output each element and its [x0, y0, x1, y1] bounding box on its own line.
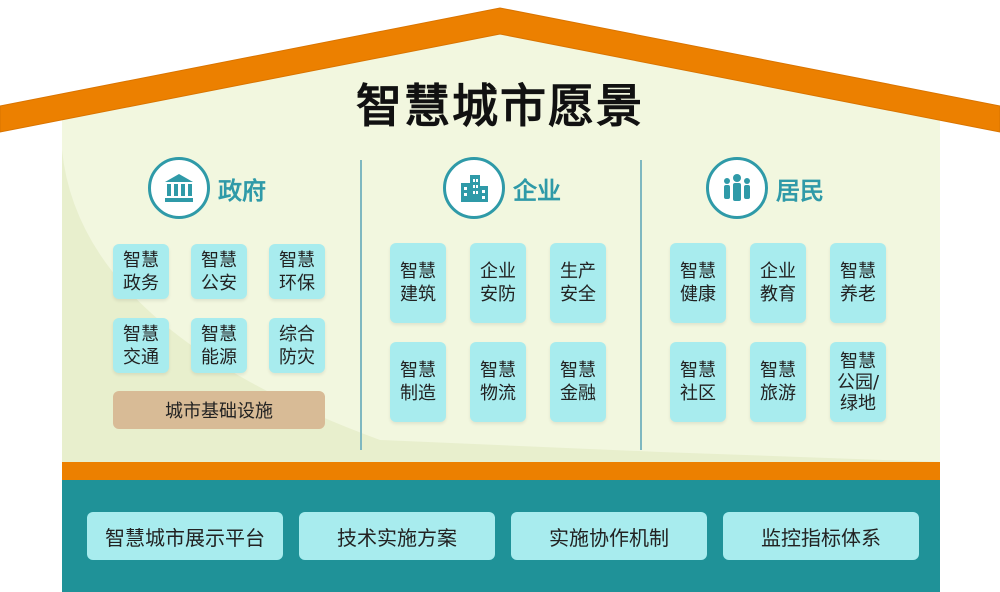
people-group-icon — [706, 157, 768, 219]
item-box: 智慧 物流 — [470, 342, 526, 422]
item-box: 智慧 社区 — [670, 342, 726, 422]
office-buildings-icon — [443, 157, 505, 219]
column-divider — [640, 160, 642, 450]
item-box: 智慧 政务 — [113, 244, 169, 299]
column-header-government: 政府 — [148, 157, 266, 219]
government-building-icon — [148, 157, 210, 219]
item-box: 智慧 旅游 — [750, 342, 806, 422]
foundation-band — [62, 462, 940, 480]
item-box: 企业 教育 — [750, 243, 806, 323]
item-box: 智慧 公园/ 绿地 — [830, 342, 886, 422]
column-label: 政府 — [218, 176, 266, 205]
item-box: 智慧 制造 — [390, 342, 446, 422]
platform-box: 实施协作机制 — [511, 512, 707, 560]
column-header-residents: 居民 — [706, 157, 824, 219]
column-header-enterprise: 企业 — [443, 157, 561, 219]
column-divider — [360, 160, 362, 450]
wall-shading — [62, 150, 940, 462]
column-label: 居民 — [776, 176, 824, 205]
item-box: 智慧 建筑 — [390, 243, 446, 323]
item-box: 智慧 环保 — [269, 244, 325, 299]
item-box: 智慧 健康 — [670, 243, 726, 323]
platform-box: 技术实施方案 — [299, 512, 495, 560]
item-box: 智慧 金融 — [550, 342, 606, 422]
item-box: 智慧 交通 — [113, 318, 169, 373]
platform-box: 智慧城市展示平台 — [87, 512, 283, 560]
item-box: 企业 安防 — [470, 243, 526, 323]
column-label: 企业 — [513, 176, 561, 205]
item-box: 综合 防灾 — [269, 318, 325, 373]
item-box: 生产 安全 — [550, 243, 606, 323]
item-box: 智慧 养老 — [830, 243, 886, 323]
platform-box: 监控指标体系 — [723, 512, 919, 560]
diagram-title: 智慧城市愿景 — [356, 79, 644, 133]
item-box: 智慧 能源 — [191, 318, 247, 373]
infrastructure-box: 城市基础设施 — [113, 391, 325, 429]
item-box: 智慧 公安 — [191, 244, 247, 299]
roof — [0, 7, 1000, 133]
